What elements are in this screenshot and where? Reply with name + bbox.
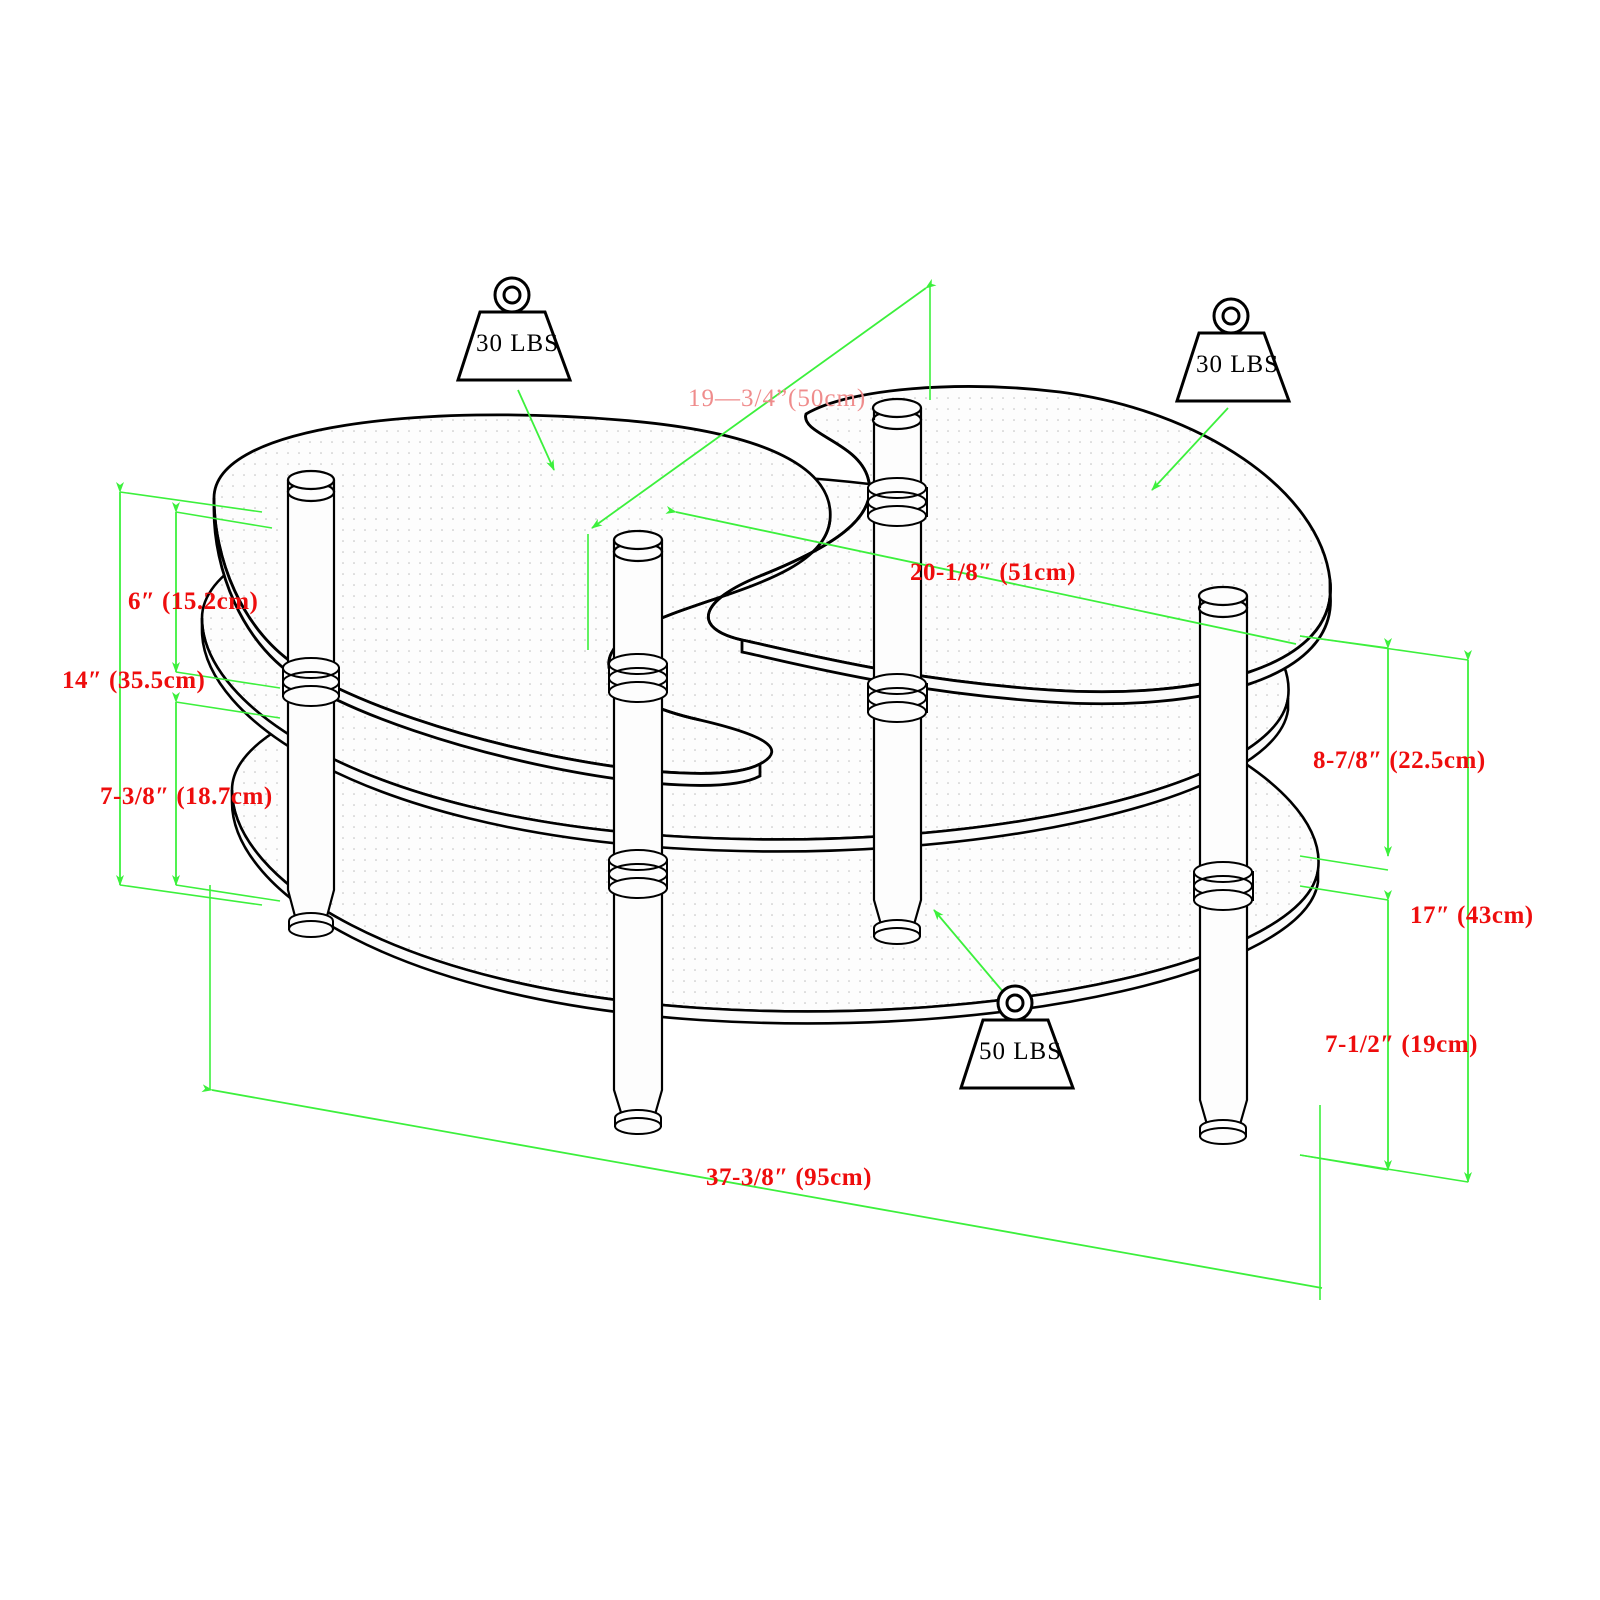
- leg-collar-ring: [867, 477, 928, 527]
- weight-icon-bottom: [958, 984, 1076, 1090]
- mid-depth-dimension: [665, 506, 1297, 645]
- leg-collar-ring: [608, 653, 668, 703]
- dimension-label-upper-right-height: 8-7/8″ (22.5cm): [1313, 747, 1486, 774]
- weight-label-top-left: 30 LBS: [476, 330, 560, 357]
- dimension-label-top-shelf-clearance: 6″ (15.2cm): [128, 588, 259, 615]
- dimension-label-mid-right-height: 17″ (43cm): [1410, 902, 1534, 929]
- bottom-dimension-group: [201, 885, 1323, 1300]
- dimension-label-lower-right-height: 7-1/2″ (19cm): [1325, 1031, 1478, 1058]
- glass-shelves: [200, 385, 1332, 1025]
- leg-foot: [288, 912, 334, 938]
- leg-front-left: [282, 469, 340, 938]
- weight-label-top-right: 30 LBS: [1196, 351, 1280, 378]
- leg-collar-ring: [1193, 861, 1254, 911]
- dimension-label-overall-length: 37-3/8″ (95cm): [706, 1164, 872, 1191]
- weight-icon: [455, 276, 1292, 1090]
- leg-foot: [614, 1109, 662, 1135]
- dimension-label-bottom-shelf-clearance: 7-3/8″ (18.7cm): [100, 783, 273, 810]
- leg-foot: [1199, 1119, 1247, 1145]
- weight-icon-top-left: [455, 276, 573, 382]
- weight-icon-top-right: [1174, 297, 1292, 403]
- leg-foot: [873, 919, 921, 945]
- leg-rear-center: [867, 397, 928, 945]
- right-dimension-group: [1299, 635, 1472, 1183]
- leader-weight-top-left: [517, 389, 555, 471]
- leg-collar-ring: [282, 657, 340, 707]
- dimension-label-overall-height-left: 14″ (35.5cm): [62, 667, 206, 694]
- leg-center: [608, 529, 668, 1135]
- left-dimension-group: [116, 482, 281, 906]
- leader-weight-top-right: [1151, 407, 1229, 491]
- leader-weight-bottom: [933, 909, 1011, 1001]
- dimension-label-top-glass-width: 19—3/4”(50cm): [688, 385, 867, 412]
- dimension-label-mid-shelf-depth: 20-1/8″ (51cm): [910, 559, 1076, 586]
- leg-collar-ring-lower: [608, 849, 668, 899]
- weight-label-bottom: 50 LBS: [979, 1038, 1063, 1065]
- leg-right: [1193, 585, 1254, 1145]
- dimension-lines: [116, 278, 1472, 1300]
- top-width-dimension: [587, 278, 937, 650]
- leg-collar-ring-lower: [867, 673, 928, 723]
